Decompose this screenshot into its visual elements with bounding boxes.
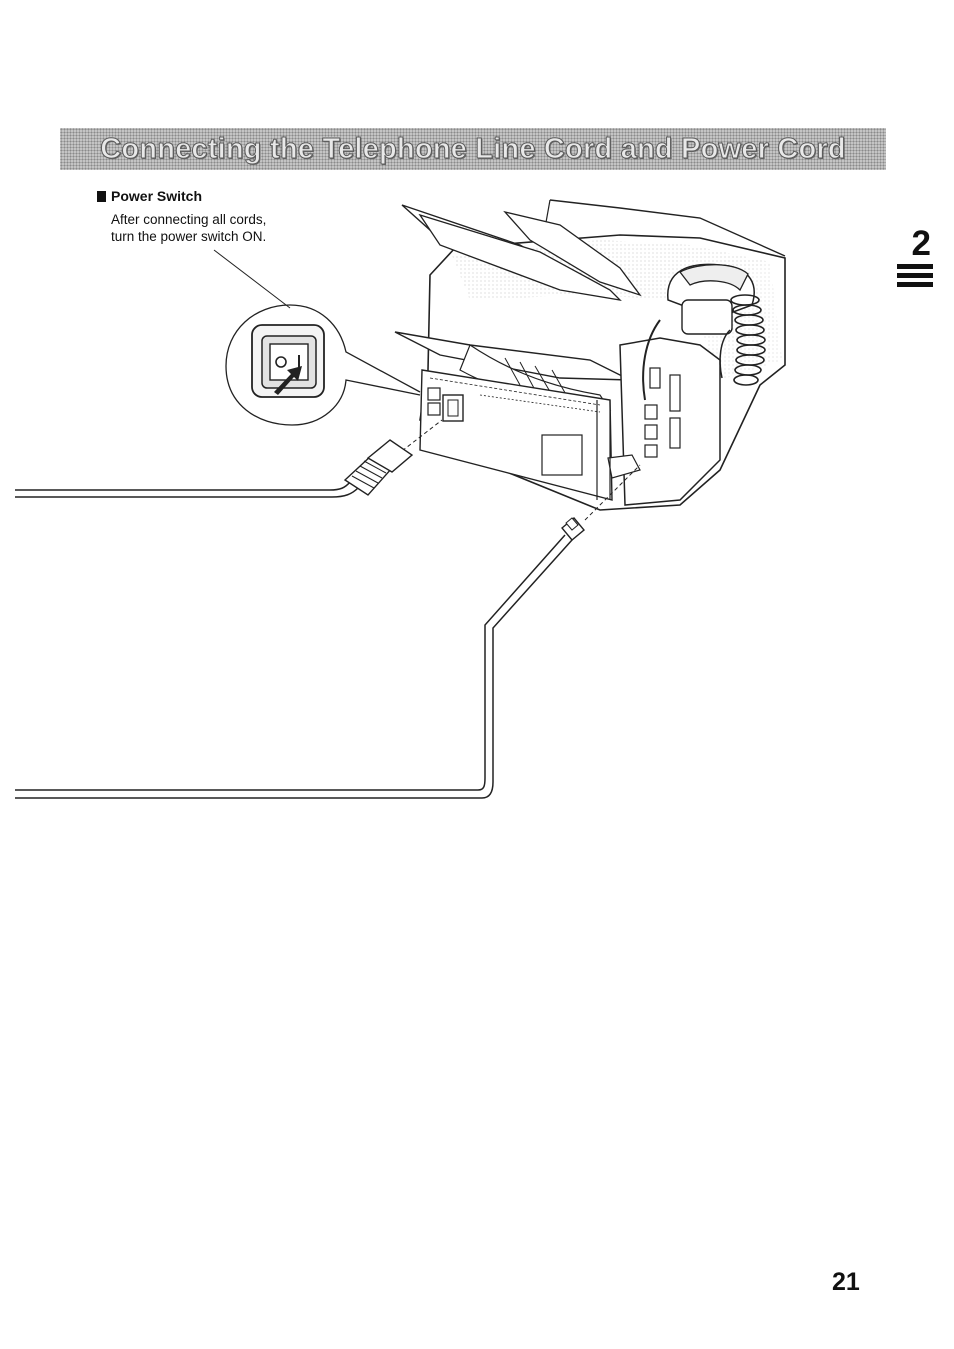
square-bullet-icon (97, 190, 106, 202)
phone-line-plug-icon (561, 517, 585, 541)
callout-leader-line (213, 249, 291, 309)
instruction-line-1: After connecting all cords, (111, 212, 267, 227)
chapter-tab-bars (893, 264, 933, 287)
power-switch-label: Power Switch (111, 188, 203, 204)
phone-plug-guide (584, 464, 641, 521)
power-switch-instructions: After connecting all cords, turn the pow… (111, 211, 266, 245)
power-plug-icon (343, 439, 414, 496)
power-switch-callout (225, 304, 421, 426)
handset (642, 263, 766, 401)
chapter-marker: 2 (893, 226, 933, 287)
chapter-bar (897, 273, 933, 278)
telephone-line-cord (15, 517, 585, 799)
page-number: 21 (832, 1268, 860, 1296)
instruction-line-2: turn the power switch ON. (111, 229, 267, 244)
power-cord (15, 439, 414, 498)
power-switch-icon (251, 324, 325, 398)
chapter-number: 2 (911, 224, 931, 263)
fax-body (394, 199, 786, 511)
page-title: Connecting the Telephone Line Cord and P… (100, 132, 846, 165)
power-plug-guide (379, 419, 443, 469)
title-banner: Connecting the Telephone Line Cord and P… (60, 128, 886, 170)
chapter-bar (897, 264, 933, 269)
power-switch-heading: Power Switch (97, 188, 202, 204)
chapter-bar (897, 282, 933, 287)
coiled-cord (730, 294, 766, 386)
